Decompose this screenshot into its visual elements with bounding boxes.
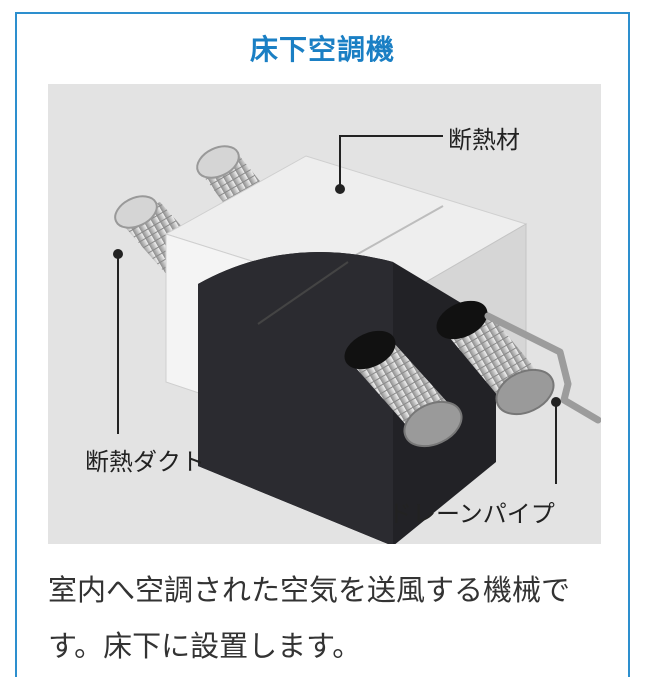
label-duct: 断熱ダクト (85, 448, 205, 476)
front-duct-right (436, 300, 555, 416)
front-duct-left (344, 330, 463, 448)
unit-illustration: 断熱材 断熱ダクト ドレーンパイプ (48, 84, 601, 544)
leader-drain (551, 397, 561, 484)
leader-duct (113, 249, 123, 434)
unit-description: 室内へ空調された空気を送風する機械です。床下に設置します。 (48, 573, 571, 663)
drain-pipe (484, 312, 601, 424)
leader-insulation (335, 135, 443, 194)
label-drain: ドレーンパイプ (388, 500, 555, 528)
unit-title: 床下空調機 (249, 33, 395, 66)
unit-card: 床下空調機 (15, 12, 630, 677)
air-conditioner-diagram (113, 135, 601, 544)
label-insulation: 断熱材 (448, 126, 520, 154)
